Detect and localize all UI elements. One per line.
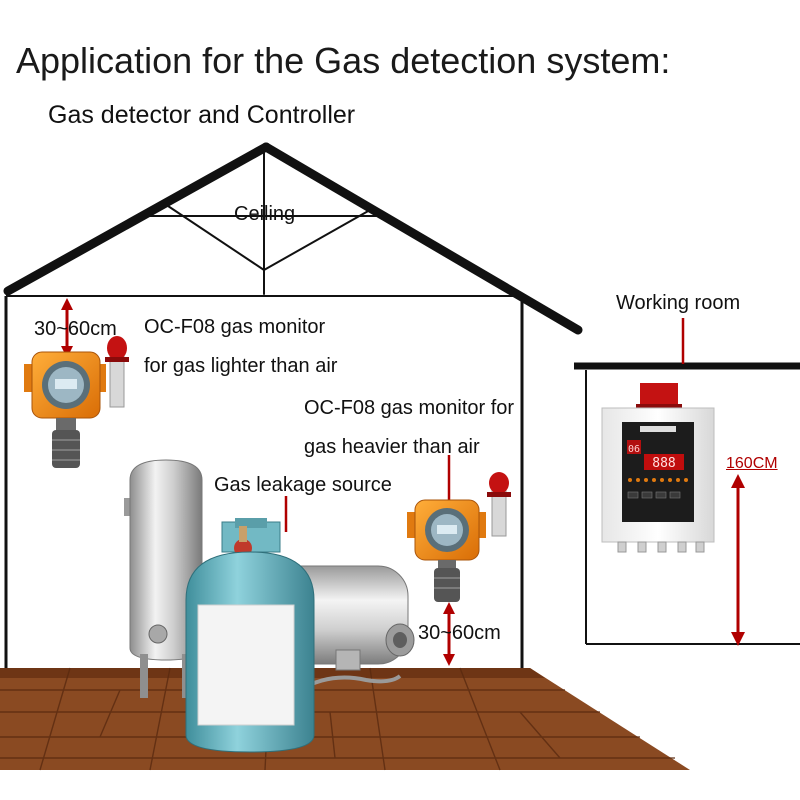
- controller-display-left: 06: [628, 444, 640, 455]
- gas-controller: 06 888: [601, 383, 715, 553]
- bottom-distance-label: 30~60cm: [418, 622, 501, 644]
- page-title: Application for the Gas detection system…: [16, 40, 671, 81]
- page-subtitle: Gas detector and Controller: [48, 101, 356, 129]
- lpg-cylinder: [185, 518, 315, 753]
- height-160-arrow: [731, 474, 745, 646]
- ceiling-label: Ceiling: [234, 203, 296, 225]
- monitor-heavy-label-line2: gas heavier than air: [304, 436, 480, 458]
- gas-monitor-heavy: [407, 472, 511, 602]
- house-outline: [4, 295, 524, 668]
- height-160-label: 160CM: [726, 455, 778, 472]
- leak-source-label: Gas leakage source: [214, 474, 392, 496]
- wooden-floor: [0, 667, 690, 771]
- monitor-light-label-line2: for gas lighter than air: [144, 355, 338, 377]
- working-room: [574, 362, 800, 645]
- top-distance-label: 30~60cm: [34, 318, 117, 340]
- monitor-heavy-label-line1: OC-F08 gas monitor for: [304, 397, 515, 419]
- vertical-gas-tank: [124, 459, 203, 698]
- roof: [3, 142, 583, 335]
- gas-monitor-light: [24, 336, 129, 468]
- bottom-distance-arrow: [443, 602, 455, 666]
- controller-display-right: 888: [652, 456, 675, 471]
- monitor-light-label-line1: OC-F08 gas monitor: [144, 316, 326, 338]
- working-room-label: Working room: [616, 292, 741, 314]
